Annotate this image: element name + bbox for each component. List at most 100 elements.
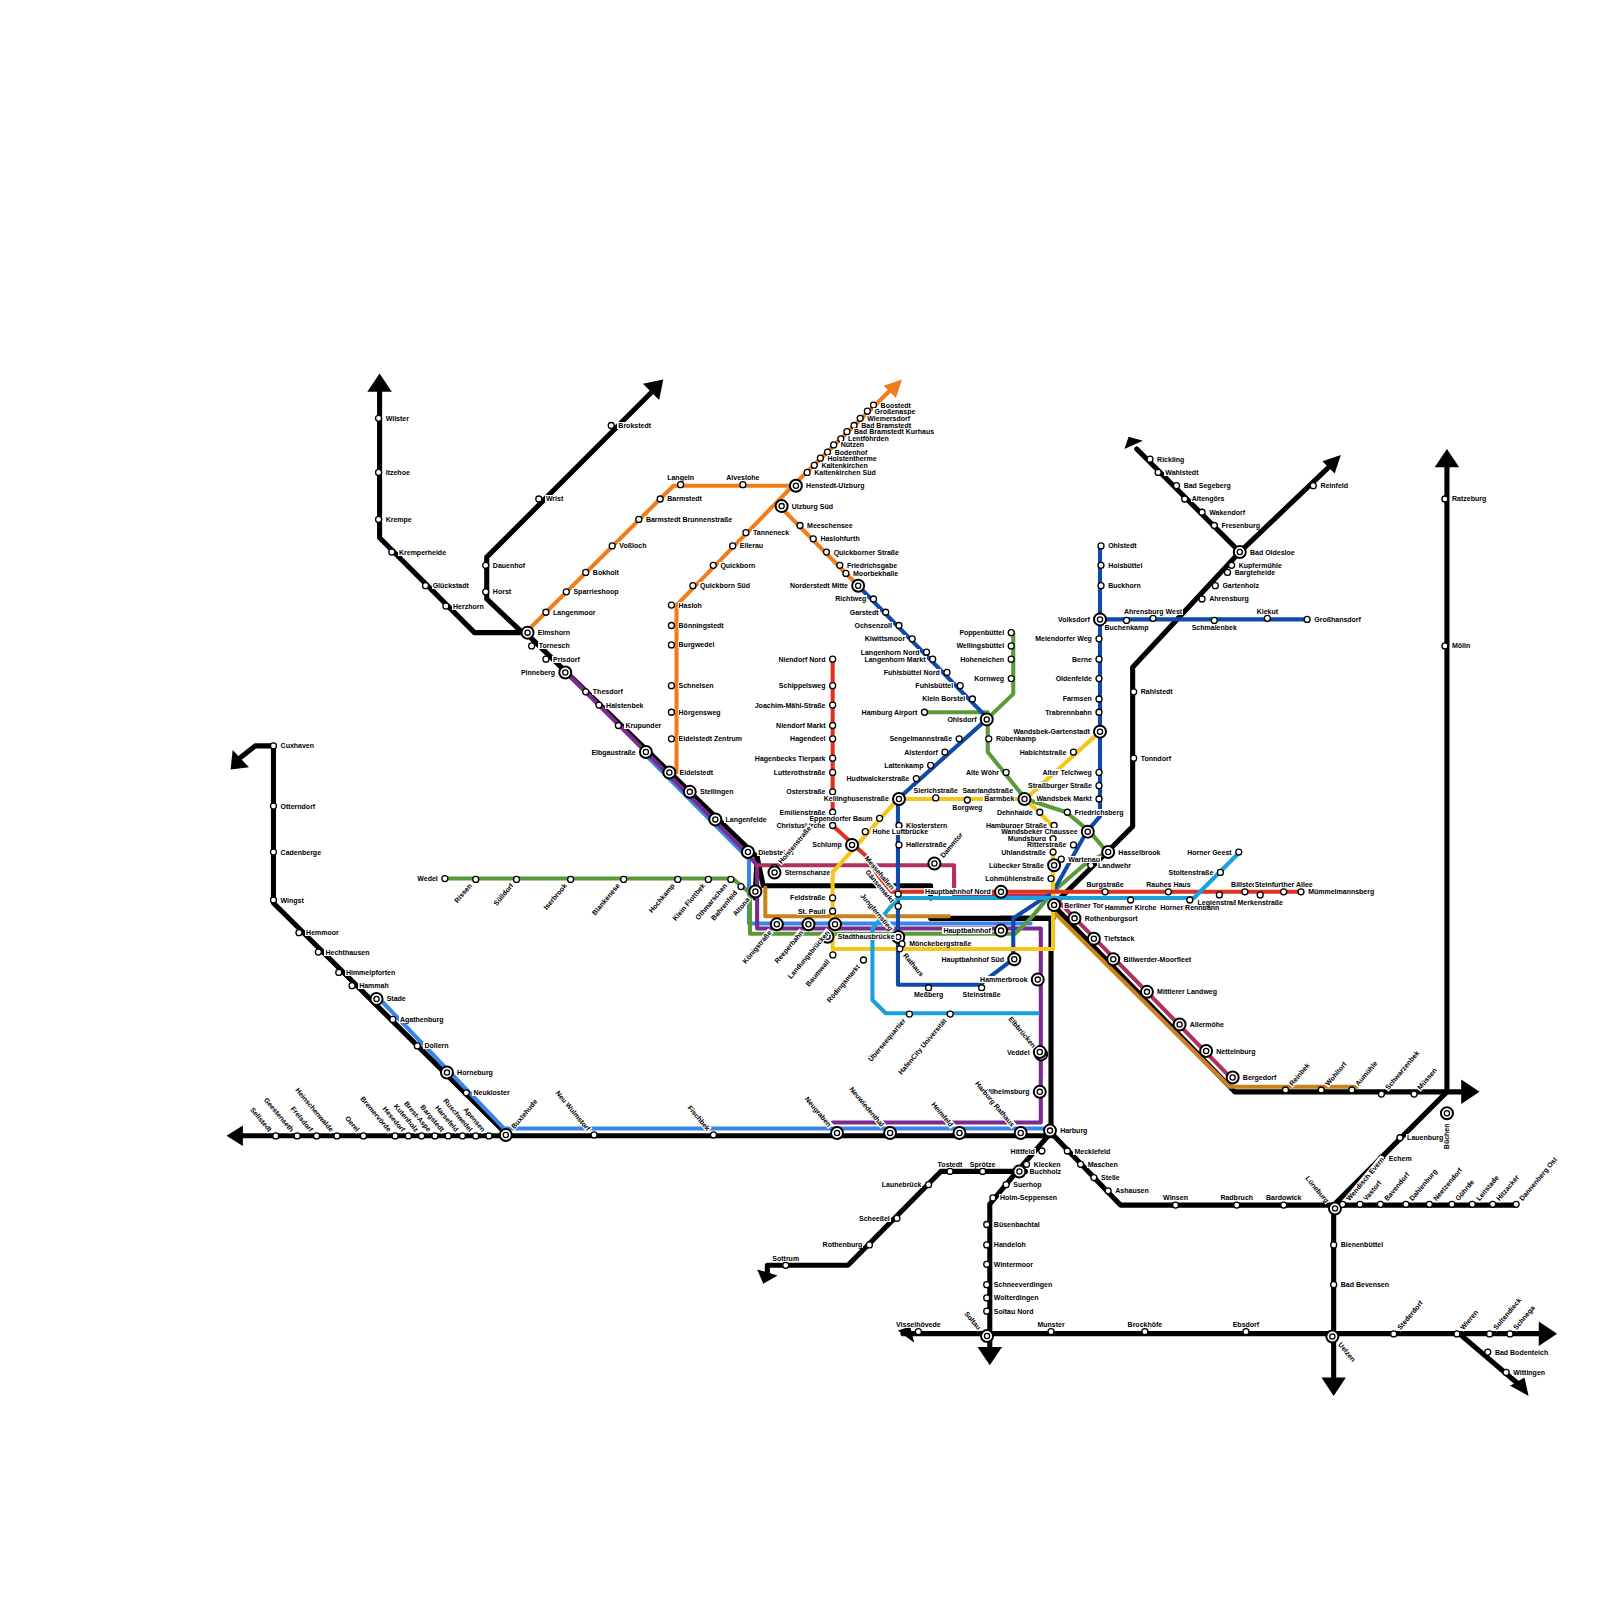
station-dot	[473, 876, 479, 882]
station-dot	[1098, 562, 1104, 568]
station-dot	[964, 797, 970, 803]
station-name: Kaltenkirchen Süd	[813, 469, 876, 476]
station-name: Bad Bevensen	[1340, 1281, 1390, 1288]
station-name: Wandsbek Markt	[1035, 795, 1092, 802]
station-dot	[1096, 796, 1102, 802]
station-name: Pinneberg	[520, 669, 556, 676]
interchange-dot-inner	[1035, 977, 1040, 982]
station-name: Trabrennbahn	[1044, 709, 1093, 716]
station-dot	[924, 649, 930, 655]
station-dot	[1039, 1148, 1045, 1154]
station-name: Buchholz	[1029, 1168, 1063, 1175]
station-dot	[1096, 709, 1102, 715]
station-dot	[1096, 696, 1102, 702]
station-dot	[1229, 562, 1235, 568]
station-name: Brokstedt	[617, 422, 652, 429]
regional-lines	[240, 388, 1543, 1386]
station-name: Rothenburgsort	[1084, 915, 1139, 922]
station-dot	[1199, 596, 1205, 602]
station-dot	[568, 876, 574, 882]
interchange-dot-inner	[525, 630, 530, 635]
station-name: Aumühle	[1353, 1059, 1379, 1088]
station-dot	[804, 469, 810, 475]
station-name: Quickborn Süd	[699, 582, 751, 589]
station-dot	[1091, 1175, 1097, 1181]
station-dot	[984, 1308, 990, 1314]
station-name: Uelzen	[1336, 1341, 1357, 1364]
station-name: Schmalenbek	[1191, 624, 1238, 631]
station-name: Gartenholz	[1221, 582, 1260, 589]
station-dot	[1070, 842, 1076, 848]
station-dot	[1008, 643, 1014, 649]
station-dot	[1128, 897, 1134, 903]
station-name: Agathenburg	[399, 1016, 445, 1023]
interchange-dot-inner	[1047, 1128, 1052, 1133]
station-name: Müssen	[1416, 1066, 1439, 1092]
interchange-dot-inner	[1444, 1111, 1449, 1116]
station-name: Buchenkamp	[1104, 624, 1150, 631]
station-name: Lüneburg	[1304, 1174, 1331, 1205]
station-name: Osterstraße	[785, 788, 826, 795]
station-dot	[1102, 889, 1108, 895]
station-name: Lattenkamp	[883, 762, 924, 769]
interchange-dot	[790, 480, 802, 492]
station-name: Borgweg	[951, 804, 983, 811]
station-dot	[896, 842, 902, 848]
station-name: Ohlstedt	[1107, 542, 1137, 549]
station-dot	[1310, 483, 1316, 489]
station-name: Ohlsdorf	[946, 716, 977, 723]
station-name: Quickborner Straße	[833, 549, 900, 556]
interchange-dot	[768, 866, 780, 878]
u3-line	[833, 732, 1100, 949]
station-name: Alveslohe	[725, 474, 760, 481]
station-name: Harburg Rathaus	[974, 1079, 1017, 1129]
station-name: Kupfermühle	[1238, 562, 1283, 569]
station-dot	[349, 983, 355, 989]
interchange-dot-inner	[1106, 849, 1111, 854]
station-name: Klecken	[1033, 1161, 1062, 1168]
interchange-dot-inner	[1230, 1075, 1235, 1080]
station-name: Neugraben	[803, 1095, 833, 1129]
station-name: Hemmoor	[305, 929, 340, 936]
station-dot	[830, 908, 836, 914]
station-dot	[483, 562, 489, 568]
interchange-dot-inner	[1330, 1334, 1335, 1339]
station-dot	[843, 570, 849, 576]
station-name: Feldstraße	[789, 894, 826, 901]
station-name: Baumwall	[804, 957, 832, 988]
station-dot	[389, 549, 395, 555]
station-name: Meeschensee	[806, 522, 854, 529]
interchange-dot-inner	[1051, 863, 1056, 868]
station-name: Kiekut	[1256, 608, 1279, 615]
station-dot	[270, 849, 276, 855]
station-dot	[443, 603, 449, 609]
station-name: Neuwiedenthal	[848, 1085, 886, 1129]
station-dot	[1008, 676, 1014, 682]
station-name: Scheeßel	[858, 1215, 891, 1222]
interchange-dot-inner	[687, 789, 692, 794]
station-name: Hammer Kirche	[1104, 904, 1158, 911]
station-name: Altengörs	[1191, 495, 1226, 502]
interchange-dot	[981, 1330, 993, 1342]
station-dot	[514, 876, 520, 882]
station-dot	[657, 496, 663, 502]
station-name: Halstenbek	[605, 702, 644, 709]
station-name: Krempe	[385, 516, 413, 523]
interchange-dot-inner	[932, 861, 937, 866]
station-name: Rissen	[453, 881, 474, 905]
station-name: Berliner Tor	[1063, 902, 1104, 909]
station-dot	[870, 596, 876, 602]
station-dot	[608, 423, 614, 429]
station-name: Wingst	[280, 897, 305, 904]
station-dot	[1403, 1201, 1409, 1207]
station-name: Moorbekhalle	[852, 570, 899, 577]
station-dot	[668, 602, 674, 608]
station-name: Kellinghusenstraße	[823, 795, 890, 802]
station-dot	[294, 1133, 300, 1139]
station-dot	[1513, 1201, 1519, 1207]
station-name: Sottrum	[771, 1255, 800, 1262]
station-name: Wilster	[385, 415, 410, 422]
interchange-dot-inner	[503, 1132, 508, 1137]
station-dot	[895, 903, 901, 909]
station-name: Wellingsbüttel	[955, 642, 1005, 649]
